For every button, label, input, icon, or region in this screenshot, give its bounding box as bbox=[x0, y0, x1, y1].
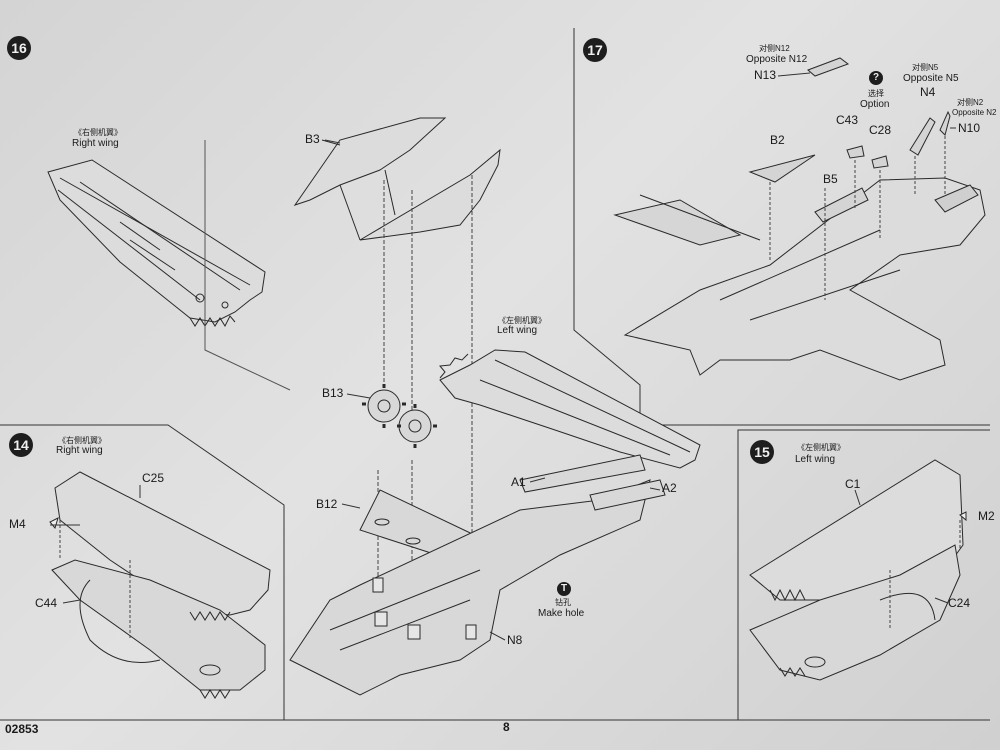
step15-wing-en-label: Left wing bbox=[795, 454, 836, 465]
step16-left-wing-drawing bbox=[439, 349, 701, 469]
part-b5-label: B5 bbox=[823, 172, 838, 186]
part-n4-label: N4 bbox=[920, 85, 936, 99]
right-wing-en-label: Right wing bbox=[72, 138, 119, 149]
part-c1-label: C1 bbox=[845, 477, 861, 491]
drill-hole-icon: T bbox=[557, 582, 571, 596]
step16-b13-gears bbox=[362, 384, 437, 448]
option-en-label: Option bbox=[860, 99, 890, 110]
drill-en-label: Make hole bbox=[538, 608, 585, 619]
drill-cn-label: 钻孔 bbox=[555, 598, 571, 607]
part-m4-label: M4 bbox=[9, 517, 26, 531]
part-b13-label: B13 bbox=[322, 386, 344, 400]
step16-lower-wing bbox=[289, 454, 666, 696]
page-number: 8 bbox=[503, 720, 510, 734]
step14-wing-drawing bbox=[49, 471, 271, 699]
step17-guide-lines bbox=[769, 136, 946, 300]
part-c44-label: C44 bbox=[35, 596, 58, 610]
step16-b3-parts bbox=[293, 117, 501, 241]
panel-frames bbox=[0, 28, 990, 721]
part-c24-label: C24 bbox=[948, 596, 971, 610]
opposite-n2-en-label: Opposite N2 bbox=[952, 108, 997, 117]
opposite-n12-en-label: Opposite N12 bbox=[746, 54, 808, 65]
opposite-n5-en-label: Opposite N5 bbox=[903, 73, 959, 84]
part-b2-label: B2 bbox=[770, 133, 785, 147]
step16-right-wing-drawing bbox=[47, 159, 266, 328]
step17-aircraft-drawing bbox=[613, 57, 986, 381]
step-14-badge: 14 bbox=[9, 433, 33, 457]
step-17-badge: 17 bbox=[583, 38, 607, 62]
part-m2-label: M2 bbox=[978, 509, 995, 523]
opposite-n12-cn-label: 对侧N12 bbox=[759, 44, 790, 53]
step15-wing-cn-label: 《左侧机翼》 bbox=[797, 443, 845, 452]
part-n13-label: N13 bbox=[754, 68, 777, 82]
option-cn-label: 选择 bbox=[868, 89, 884, 98]
step15-wing-drawing bbox=[749, 459, 967, 681]
right-wing-cn-label: 《右侧机翼》 bbox=[74, 128, 122, 137]
part-c43-label: C43 bbox=[836, 113, 859, 127]
part-b3-label: B3 bbox=[305, 132, 320, 146]
part-c28-label: C28 bbox=[869, 123, 892, 137]
part-a2-label: A2 bbox=[662, 481, 677, 495]
left-wing-en-label: Left wing bbox=[497, 325, 538, 336]
part-n8-label: N8 bbox=[507, 633, 523, 647]
part-a1-label: A1 bbox=[511, 475, 526, 489]
option-question-icon: ? bbox=[869, 71, 883, 85]
opposite-n2-cn-label: 对侧N2 bbox=[957, 98, 984, 107]
step14-wing-en-label: Right wing bbox=[56, 445, 103, 456]
step15-guide-lines bbox=[889, 520, 961, 630]
leader-lines bbox=[50, 72, 956, 641]
step14-guide-lines bbox=[59, 520, 131, 640]
product-code: 02853 bbox=[5, 722, 39, 736]
part-b12-label: B12 bbox=[316, 497, 338, 511]
part-c25-label: C25 bbox=[142, 471, 165, 485]
step16-callout-line bbox=[204, 140, 291, 391]
opposite-n5-cn-label: 对侧N5 bbox=[912, 63, 939, 72]
part-n10-label: N10 bbox=[958, 121, 981, 135]
step14-wing-cn-label: 《右侧机翼》 bbox=[58, 436, 106, 445]
left-wing-cn-label: 《左侧机翼》 bbox=[498, 316, 546, 325]
step-16-badge: 16 bbox=[7, 36, 31, 60]
step-15-badge: 15 bbox=[750, 440, 774, 464]
